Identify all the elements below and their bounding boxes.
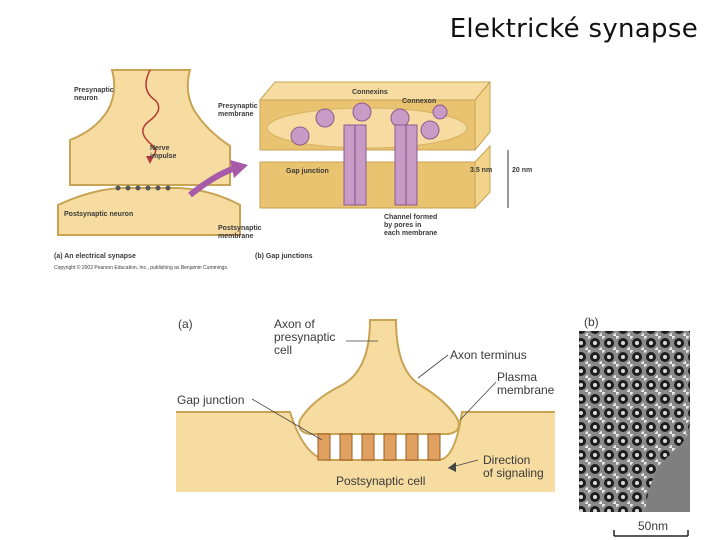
label-gap-junction-bottom: Gap junction (177, 393, 244, 407)
label-presynaptic-neuron: Presynaptic neuron (74, 87, 116, 102)
electron-micrograph (579, 331, 690, 512)
gap-junction-dots (115, 185, 171, 191)
label-postsynaptic-neuron: Postsynaptic neuron (64, 211, 133, 218)
label-presynaptic-membrane: Presynaptic membrane (218, 103, 260, 118)
zoom-arrowhead (230, 160, 248, 178)
label-axon-presynaptic: Axon of presynaptic cell (274, 317, 339, 357)
zoom-arrow (188, 165, 237, 198)
connexon-group (290, 102, 448, 146)
bottom-synapse-illustration (176, 319, 555, 492)
label-axon-terminus: Axon terminus (450, 348, 527, 362)
label-plasma-membrane: Plasma membrane (497, 370, 555, 397)
label-channel: Channel formed by pores in each membrane (384, 214, 439, 237)
label-gap-3-5nm: 3.5 nm (470, 167, 492, 174)
caption-b-gap-junctions: (b) Gap junctions (255, 253, 313, 260)
slide-title: Elektrické synapse (449, 14, 698, 44)
label-panel-a: (a) (178, 317, 193, 331)
label-connexins: Connexins (352, 89, 388, 96)
label-nerve-impulse: Nerve impulse (150, 145, 177, 160)
copyright-text: Copyright © 2002 Pearson Education, Inc.… (54, 264, 228, 271)
label-scale-50nm: 50nm (638, 519, 668, 533)
label-connexon: Connexon (402, 98, 436, 105)
top-left-synapse-illustration (57, 69, 241, 236)
caption-a-electrical-synapse: (a) An electrical synapse (54, 253, 136, 260)
label-gap-20nm: 20 nm (512, 167, 532, 174)
label-postsynaptic-cell: Postsynaptic cell (336, 474, 425, 488)
gap-junction-channels (317, 433, 441, 461)
label-postsynaptic-membrane: Postsynaptic membrane (218, 225, 264, 240)
label-gap-junction-top: Gap junction (286, 168, 329, 175)
gap-junction-zoom-illustration (258, 80, 509, 210)
label-direction-of-signaling: Direction of signaling (483, 453, 544, 480)
label-panel-b: (b) (584, 315, 599, 329)
